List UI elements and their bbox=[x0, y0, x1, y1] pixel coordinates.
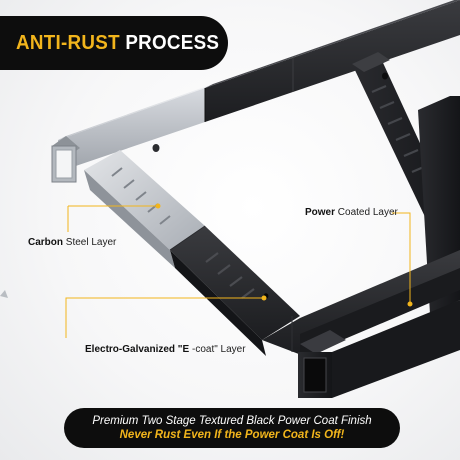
title-banner: ANTI-RUST PROCESS bbox=[0, 16, 228, 70]
egalv-label-rest: -coat" Layer bbox=[192, 344, 246, 355]
banner-line-2: Never Rust Even If the Power Coat Is Off… bbox=[119, 429, 345, 441]
title-rest: PROCESS bbox=[125, 31, 220, 54]
left-fragment bbox=[0, 290, 8, 298]
power-coated-label: Power Coated Layer bbox=[305, 207, 398, 218]
bottom-rail bbox=[262, 250, 460, 398]
top-rail bbox=[51, 0, 460, 183]
carbon-label-rest: Steel Layer bbox=[65, 237, 117, 248]
title-highlight: ANTI-RUST bbox=[16, 31, 120, 54]
egalv-label-bold: Electro-Galvanized "E bbox=[85, 344, 190, 355]
callout-lines bbox=[65, 203, 413, 338]
bottom-banner: Premium Two Stage Textured Black Power C… bbox=[64, 408, 400, 448]
banner-line-1: Premium Two Stage Textured Black Power C… bbox=[92, 415, 372, 427]
carbon-steel-label: Carbon Steel Layer bbox=[28, 237, 116, 248]
electro-galvanized-label: Electro-Galvanized "E -coat" Layer bbox=[85, 344, 246, 355]
page-title: ANTI-RUST PROCESS bbox=[16, 32, 219, 55]
power-label-rest: Coated Layer bbox=[337, 207, 398, 218]
diagonal-member bbox=[84, 150, 300, 356]
power-label-bold: Power bbox=[305, 207, 336, 218]
carbon-label-bold: Carbon bbox=[28, 237, 63, 248]
